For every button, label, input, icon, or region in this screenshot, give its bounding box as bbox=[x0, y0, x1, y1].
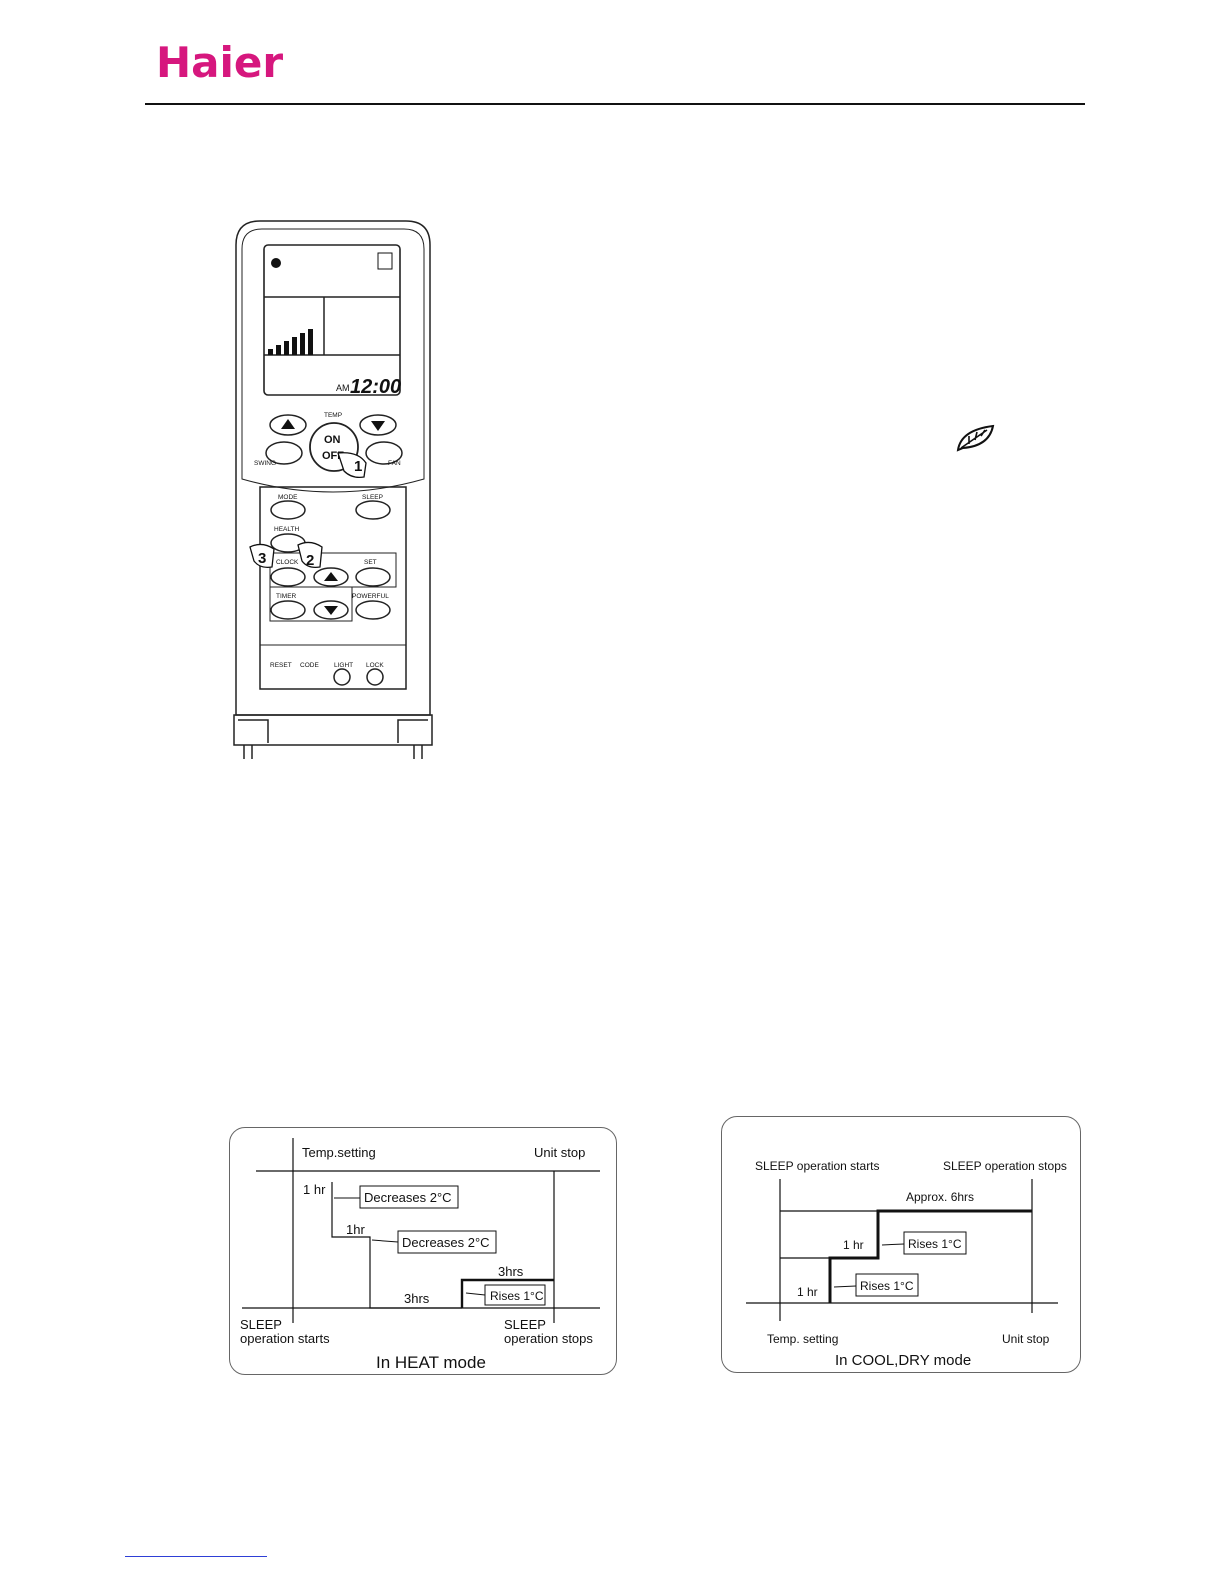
lcd-timer-prefix: AM bbox=[336, 383, 350, 393]
label-reset: RESET bbox=[270, 662, 292, 669]
leaf-icon bbox=[956, 424, 995, 452]
heat-temp-setting: Temp.setting bbox=[302, 1145, 376, 1160]
cool-rises-lower: Rises 1°C bbox=[860, 1279, 914, 1293]
cool-hr1-upper: 1 hr bbox=[843, 1238, 864, 1252]
remote-control-illustration: AM 12:00 TEMP ON OFF SWING FAN MODE SLEE… bbox=[233, 220, 433, 759]
footer-link-underline bbox=[125, 1556, 267, 1557]
cool-rises-upper: Rises 1°C bbox=[908, 1237, 962, 1251]
label-timer: TIMER bbox=[276, 593, 297, 600]
label-powerful: POWERFUL bbox=[352, 593, 389, 600]
heat-hr1b: 1hr bbox=[346, 1222, 365, 1237]
heat-start-line2: operation starts bbox=[240, 1331, 330, 1346]
heat-decrease-2: Decreases 2°C bbox=[402, 1235, 490, 1250]
cool-starts: SLEEP operation starts bbox=[755, 1159, 880, 1173]
heat-unit-stop: Unit stop bbox=[534, 1145, 585, 1160]
heat-caption: In HEAT mode bbox=[376, 1353, 486, 1372]
step-marker-3: 3 bbox=[258, 550, 266, 567]
lcd-clock: 12:00 bbox=[350, 376, 401, 398]
heat-decrease-1: Decreases 2°C bbox=[364, 1190, 452, 1205]
heat-mode-sleep-diagram: Temp.setting Unit stop 1 hr Decreases 2°… bbox=[229, 1127, 617, 1375]
cool-stops: SLEEP operation stops bbox=[943, 1159, 1067, 1173]
label-clock: CLOCK bbox=[276, 559, 299, 566]
step-marker-2: 2 bbox=[306, 552, 314, 569]
label-code: CODE bbox=[300, 662, 319, 669]
cool-caption: In COOL,DRY mode bbox=[835, 1352, 971, 1369]
label-fan: FAN bbox=[388, 460, 401, 467]
cool-unit-stop: Unit stop bbox=[1002, 1332, 1050, 1346]
label-health: HEALTH bbox=[274, 526, 299, 533]
header-divider bbox=[145, 103, 1085, 105]
heat-stop-line1: SLEEP bbox=[504, 1317, 546, 1332]
step-marker-1: 1 bbox=[354, 458, 362, 475]
label-mode: MODE bbox=[278, 494, 298, 501]
label-on: ON bbox=[324, 434, 341, 446]
heat-rises: Rises 1°C bbox=[490, 1289, 544, 1303]
heat-3hrs-bottom: 3hrs bbox=[404, 1291, 430, 1306]
heat-hr1a: 1 hr bbox=[303, 1182, 326, 1197]
haier-logo: Haier bbox=[156, 38, 284, 87]
heat-start-line1: SLEEP bbox=[240, 1317, 282, 1332]
label-set: SET bbox=[364, 559, 377, 566]
label-sleep: SLEEP bbox=[362, 494, 383, 501]
cool-temp-setting: Temp. setting bbox=[767, 1332, 838, 1346]
label-lock: LOCK bbox=[366, 662, 384, 669]
heat-3hrs-top: 3hrs bbox=[498, 1264, 524, 1279]
label-temp: TEMP bbox=[324, 412, 342, 419]
label-light: LIGHT bbox=[334, 662, 353, 669]
heat-stop-line2: operation stops bbox=[504, 1331, 593, 1346]
label-swing: SWING bbox=[254, 460, 276, 467]
cool-approx: Approx. 6hrs bbox=[906, 1190, 974, 1204]
cool-dry-mode-sleep-diagram: SLEEP operation starts SLEEP operation s… bbox=[721, 1116, 1081, 1373]
cool-hr1-lower: 1 hr bbox=[797, 1285, 818, 1299]
